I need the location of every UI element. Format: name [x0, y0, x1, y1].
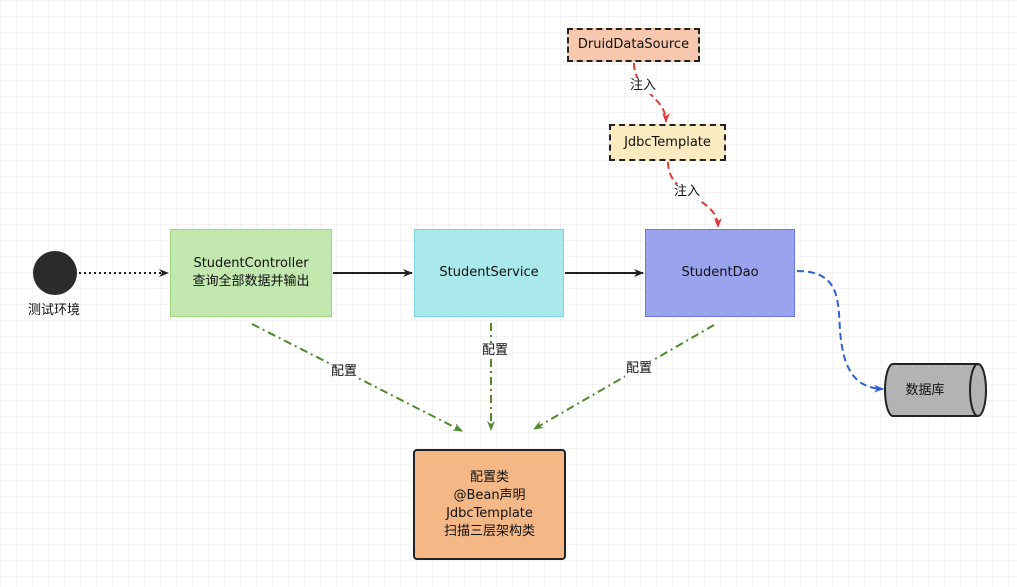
- student-service-node: StudentService: [414, 229, 564, 317]
- edge-label-inject-jdbc: 注入: [673, 184, 702, 200]
- edge-dao-to-database: [796, 270, 884, 393]
- jdbc-template-label: JdbcTemplate: [624, 134, 711, 150]
- start-node: [33, 251, 77, 295]
- start-node-label: 测试环境: [28, 303, 81, 318]
- student-controller-node: StudentController 查询全部数据并输出: [170, 229, 332, 317]
- config-line-1: 配置类: [469, 469, 509, 485]
- edge-label-config-service: 配置: [481, 343, 510, 359]
- database-cylinder: [884, 363, 987, 417]
- druid-datasource-node: DruidDataSource: [567, 28, 700, 62]
- config-line-2: @Bean声明: [453, 487, 526, 503]
- edge-label-config-dao: 配置: [625, 361, 654, 377]
- student-dao-label: StudentDao: [681, 265, 759, 280]
- jdbc-template-node: JdbcTemplate: [609, 124, 726, 161]
- database-label: 数据库: [905, 383, 945, 398]
- config-class-node: 配置类 @Bean声明 JdbcTemplate 扫描三层架构类: [413, 449, 566, 560]
- edge-controller-to-config: [251, 323, 463, 432]
- edge-label-inject-druid: 注入: [629, 78, 658, 94]
- student-controller-title: StudentController: [193, 256, 309, 271]
- student-controller-subtitle: 查询全部数据并输出: [192, 274, 310, 289]
- edge-dao-to-config: [533, 324, 715, 430]
- student-service-label: StudentService: [439, 265, 539, 280]
- config-line-4: 扫描三层架构类: [443, 523, 535, 539]
- edge-label-config-controller: 配置: [330, 364, 359, 380]
- druid-datasource-label: DruidDataSource: [577, 37, 690, 52]
- config-line-3: JdbcTemplate: [446, 505, 533, 521]
- student-dao-node: StudentDao: [645, 229, 795, 317]
